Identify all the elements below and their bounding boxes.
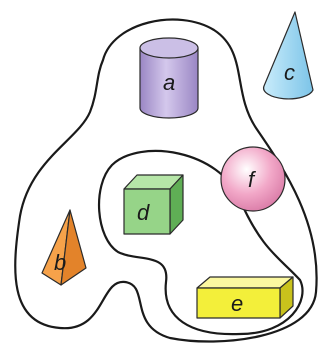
label-c: c — [284, 60, 295, 85]
outer-region — [14, 18, 318, 343]
cylinder-body — [139, 47, 199, 119]
cylinder-top — [139, 37, 199, 59]
sphere-shape-f: f — [220, 146, 286, 212]
prism-top — [196, 276, 294, 289]
label-f: f — [248, 167, 257, 192]
rectangular-prism-shape-e: e — [196, 276, 294, 319]
pyramid-shape-b: b — [41, 209, 87, 286]
pyramid-right-face — [60, 209, 87, 286]
cylinder-shape-a: a — [139, 37, 199, 119]
label-a: a — [163, 70, 175, 95]
sphere-body — [220, 146, 286, 212]
cube-front — [123, 188, 171, 235]
label-b: b — [54, 250, 66, 275]
cone-shape-c: c — [262, 11, 314, 100]
cube-shape-d: d — [123, 174, 184, 235]
label-d: d — [137, 200, 150, 225]
prism-front — [196, 287, 281, 319]
cone-body — [262, 11, 314, 100]
label-e: e — [231, 291, 243, 316]
